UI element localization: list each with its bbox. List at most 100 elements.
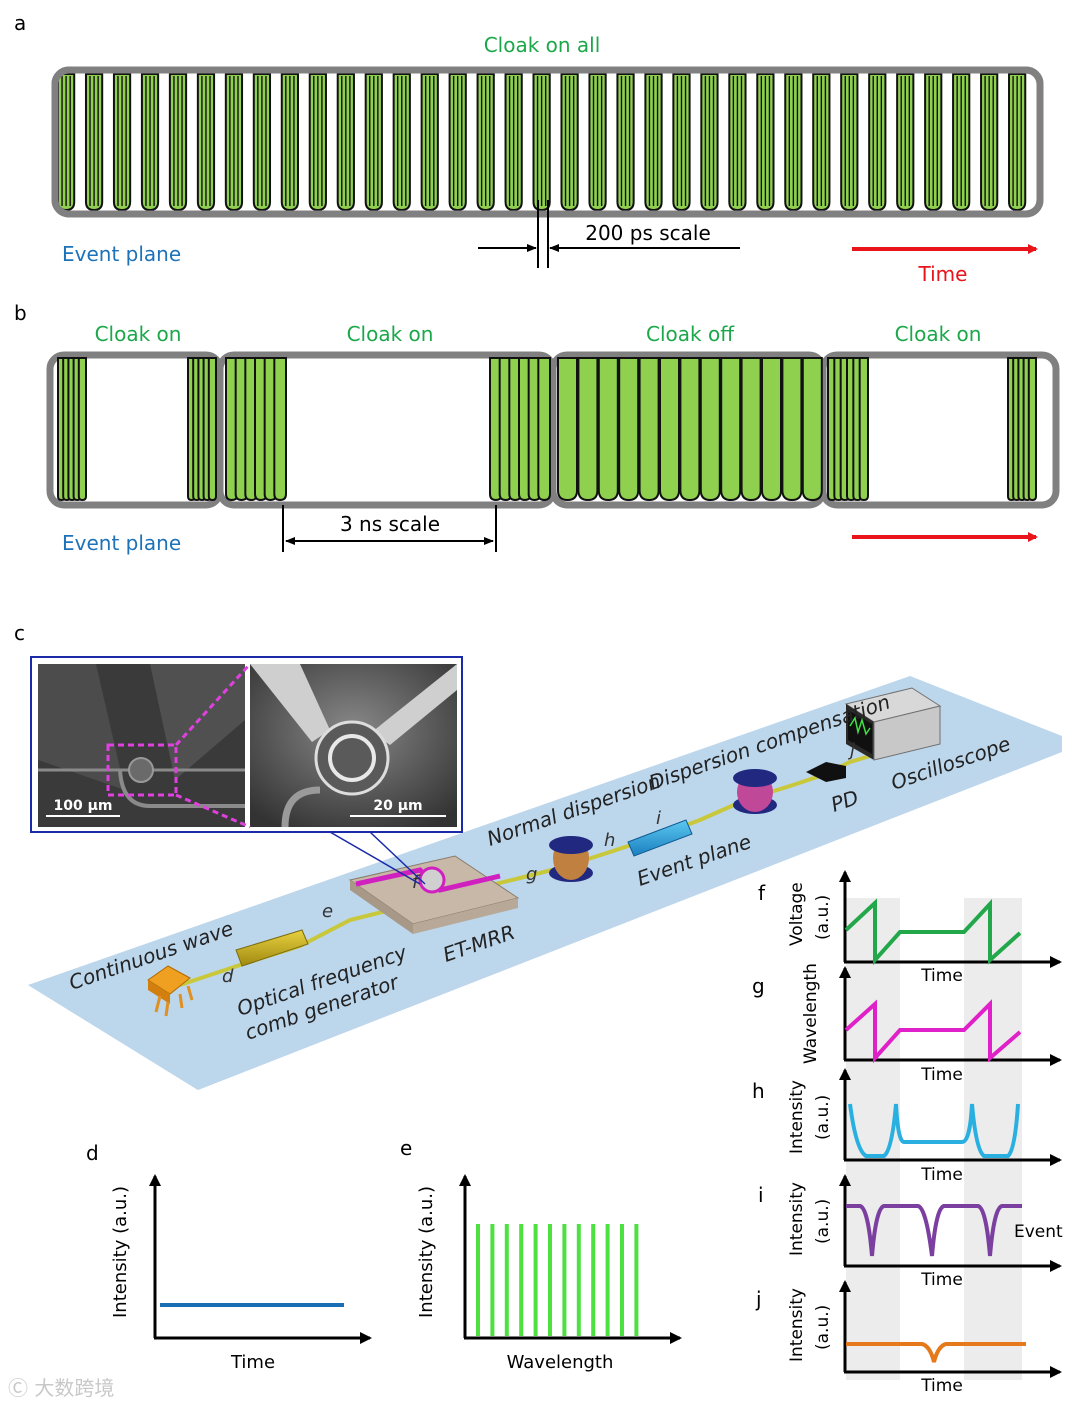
- cloak-pulse: [756, 73, 775, 212]
- compressed-bunch: [489, 357, 551, 502]
- cloak-label-3: Cloak off: [646, 322, 735, 346]
- xlabel-i: Time: [920, 1270, 963, 1290]
- regular-pulse: [720, 357, 742, 502]
- ylabel-j-2: (a.u.): [813, 1305, 833, 1350]
- cloak-pulse: [392, 73, 411, 212]
- wavelength-trace: [844, 999, 1022, 1064]
- ylabel-d: Intensity (a.u.): [110, 1186, 131, 1318]
- panel-label-h: h: [752, 1079, 765, 1103]
- point-g: g: [526, 864, 537, 885]
- compressed-bunch: [187, 357, 217, 502]
- panel-a-pulse-train: [57, 73, 1027, 212]
- ylabel-e: Intensity (a.u.): [416, 1186, 437, 1318]
- xlabel-g: Time: [920, 1065, 963, 1085]
- cloak-pulse: [924, 73, 943, 212]
- compressed-pulse: [273, 357, 287, 502]
- panel-a-event-plane: Event plane: [62, 242, 181, 266]
- point-e: e: [322, 901, 333, 922]
- ylabel-i-1: Intensity: [787, 1182, 807, 1256]
- cloak-label-2: Cloak on: [347, 322, 434, 346]
- scale-label-3ns: 3 ns scale: [340, 512, 440, 536]
- xlabel-f: Time: [920, 966, 963, 986]
- cloak-pulse: [224, 73, 244, 212]
- regular-pulse: [659, 357, 680, 502]
- point-h: h: [604, 830, 615, 851]
- compressed-bunch: [1007, 357, 1037, 502]
- segment-cloak-on-3: [819, 351, 1060, 509]
- intensity-trace-h: [848, 1103, 1020, 1158]
- cloak-pulse: [280, 73, 299, 212]
- regular-pulse: [577, 357, 599, 502]
- cloak-pulse: [812, 73, 831, 212]
- regular-pulse: [597, 357, 619, 502]
- voltage-trace: [844, 898, 1022, 966]
- ylabel-f-1: Voltage: [787, 882, 807, 946]
- regular-pulse: [679, 357, 701, 502]
- comb-generator-device: [235, 929, 309, 967]
- uncompressed-pulses: [557, 357, 823, 502]
- point-d: d: [222, 966, 234, 987]
- cloak-pulse: [616, 73, 635, 212]
- regular-pulse: [740, 357, 762, 502]
- cloak-pulse: [308, 73, 327, 212]
- scale-bar-20um: 20 µm: [373, 798, 422, 814]
- ylabel-h-1: Intensity: [787, 1080, 807, 1154]
- normal-dispersion-spool: [549, 836, 593, 882]
- panel-label-c: c: [14, 621, 25, 645]
- panel-label-j: j: [755, 1287, 762, 1311]
- xlabel-h: Time: [920, 1165, 963, 1185]
- compressed-pulse: [537, 357, 551, 502]
- comb-lines: [476, 1224, 639, 1336]
- cloak-pulse: [644, 73, 663, 212]
- cloak-pulse: [560, 73, 579, 212]
- cloak-pulse: [140, 73, 160, 212]
- oscilloscope-device: [844, 687, 942, 761]
- panel-label-d: d: [86, 1141, 99, 1165]
- compressed-bunch: [225, 357, 287, 502]
- ylabel-g: Wavelength: [801, 963, 821, 1064]
- cloak-pulse: [57, 73, 76, 212]
- regular-pulse: [618, 357, 640, 502]
- intensity-trace-j: [846, 1342, 1026, 1363]
- time-label-a: Time: [918, 262, 968, 286]
- compressed-pulse: [858, 357, 869, 502]
- cloak-pulse: [588, 73, 607, 212]
- compressed-bunch: [57, 357, 87, 502]
- ylabel-f-2: (a.u.): [813, 895, 833, 940]
- panel-label-b: b: [14, 301, 27, 325]
- cloak-pulse: [504, 73, 523, 212]
- compressed-pulse: [1027, 357, 1037, 502]
- compressed-pulse: [207, 357, 217, 502]
- xlabel-j: Time: [920, 1376, 963, 1396]
- cloak-pulse: [784, 73, 803, 212]
- ylabel-j-1: Intensity: [787, 1288, 807, 1362]
- cloak-pulse: [952, 73, 971, 212]
- panel-label-f: f: [758, 881, 766, 905]
- panel-label-g: g: [752, 974, 765, 998]
- watermark: Ⓒ 大数跨境: [8, 1376, 115, 1400]
- regular-pulse: [557, 357, 578, 502]
- cloak-pulse: [168, 73, 188, 212]
- regular-pulse: [638, 357, 660, 502]
- panel-label-i: i: [758, 1183, 764, 1207]
- cloak-pulse: [336, 73, 355, 212]
- cloak-pulse: [252, 73, 272, 212]
- point-j: j: [847, 740, 855, 761]
- cloak-pulse: [896, 73, 915, 212]
- cloak-pulse: [980, 73, 999, 212]
- cloak-pulse: [700, 73, 719, 212]
- compressed-bunch: [827, 357, 869, 502]
- cloak-pulse: [112, 73, 132, 212]
- cloak-pulse: [364, 73, 383, 212]
- cloak-pulse: [672, 73, 691, 212]
- compressed-pulse: [77, 357, 87, 502]
- regular-pulse: [801, 357, 823, 502]
- scale-label-200ps: 200 ps scale: [585, 221, 711, 245]
- sem-inset: 100 µm 20 µm: [30, 656, 463, 885]
- cloak-pulse: [728, 73, 747, 212]
- xlabel-d: Time: [230, 1352, 275, 1373]
- watermark-text: 大数跨境: [34, 1376, 115, 1400]
- point-i: i: [656, 808, 661, 829]
- cloak-pulse: [476, 73, 495, 212]
